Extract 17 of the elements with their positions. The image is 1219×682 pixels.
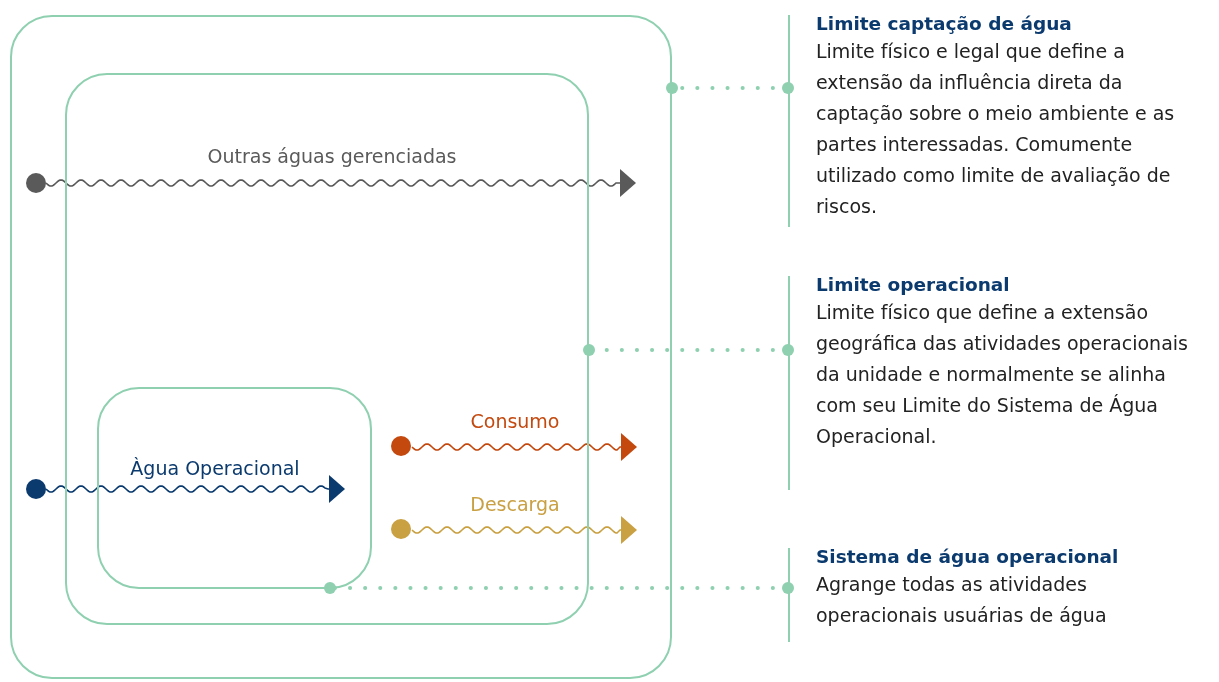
wavy-arrow — [45, 169, 636, 197]
annotation-text: Limite físico e legal que define a extensão da influência direta da captação sobre o meio ambiente e as partes interessadas. Comumente utilizado como limite de avaliação de riscos. — [816, 39, 1176, 219]
start-dot — [25, 172, 46, 193]
start-dot — [391, 436, 411, 456]
leader-line — [324, 582, 794, 594]
annotation-heading: Limite captação de água — [816, 12, 1073, 36]
annotation-heading: Sistema de água operacional — [816, 545, 1120, 569]
start-dot — [25, 478, 46, 499]
wavy-arrow — [45, 475, 345, 503]
leader-line — [666, 82, 794, 94]
wavy-arrow — [411, 433, 637, 461]
leader-line — [583, 344, 794, 356]
annotation-text: Agrange todas as atividades operacionais usuárias de água — [816, 572, 1108, 628]
wavy-arrow — [411, 516, 637, 544]
annotation-heading: Limite operacional — [816, 273, 1011, 297]
start-dot — [391, 519, 411, 539]
annotation-text: Limite físico que define a extensão geográfica das atividades operacionais da unidade e normalmente se alinha com seu Limite do Sistema de Água Operacional. — [816, 300, 1189, 449]
